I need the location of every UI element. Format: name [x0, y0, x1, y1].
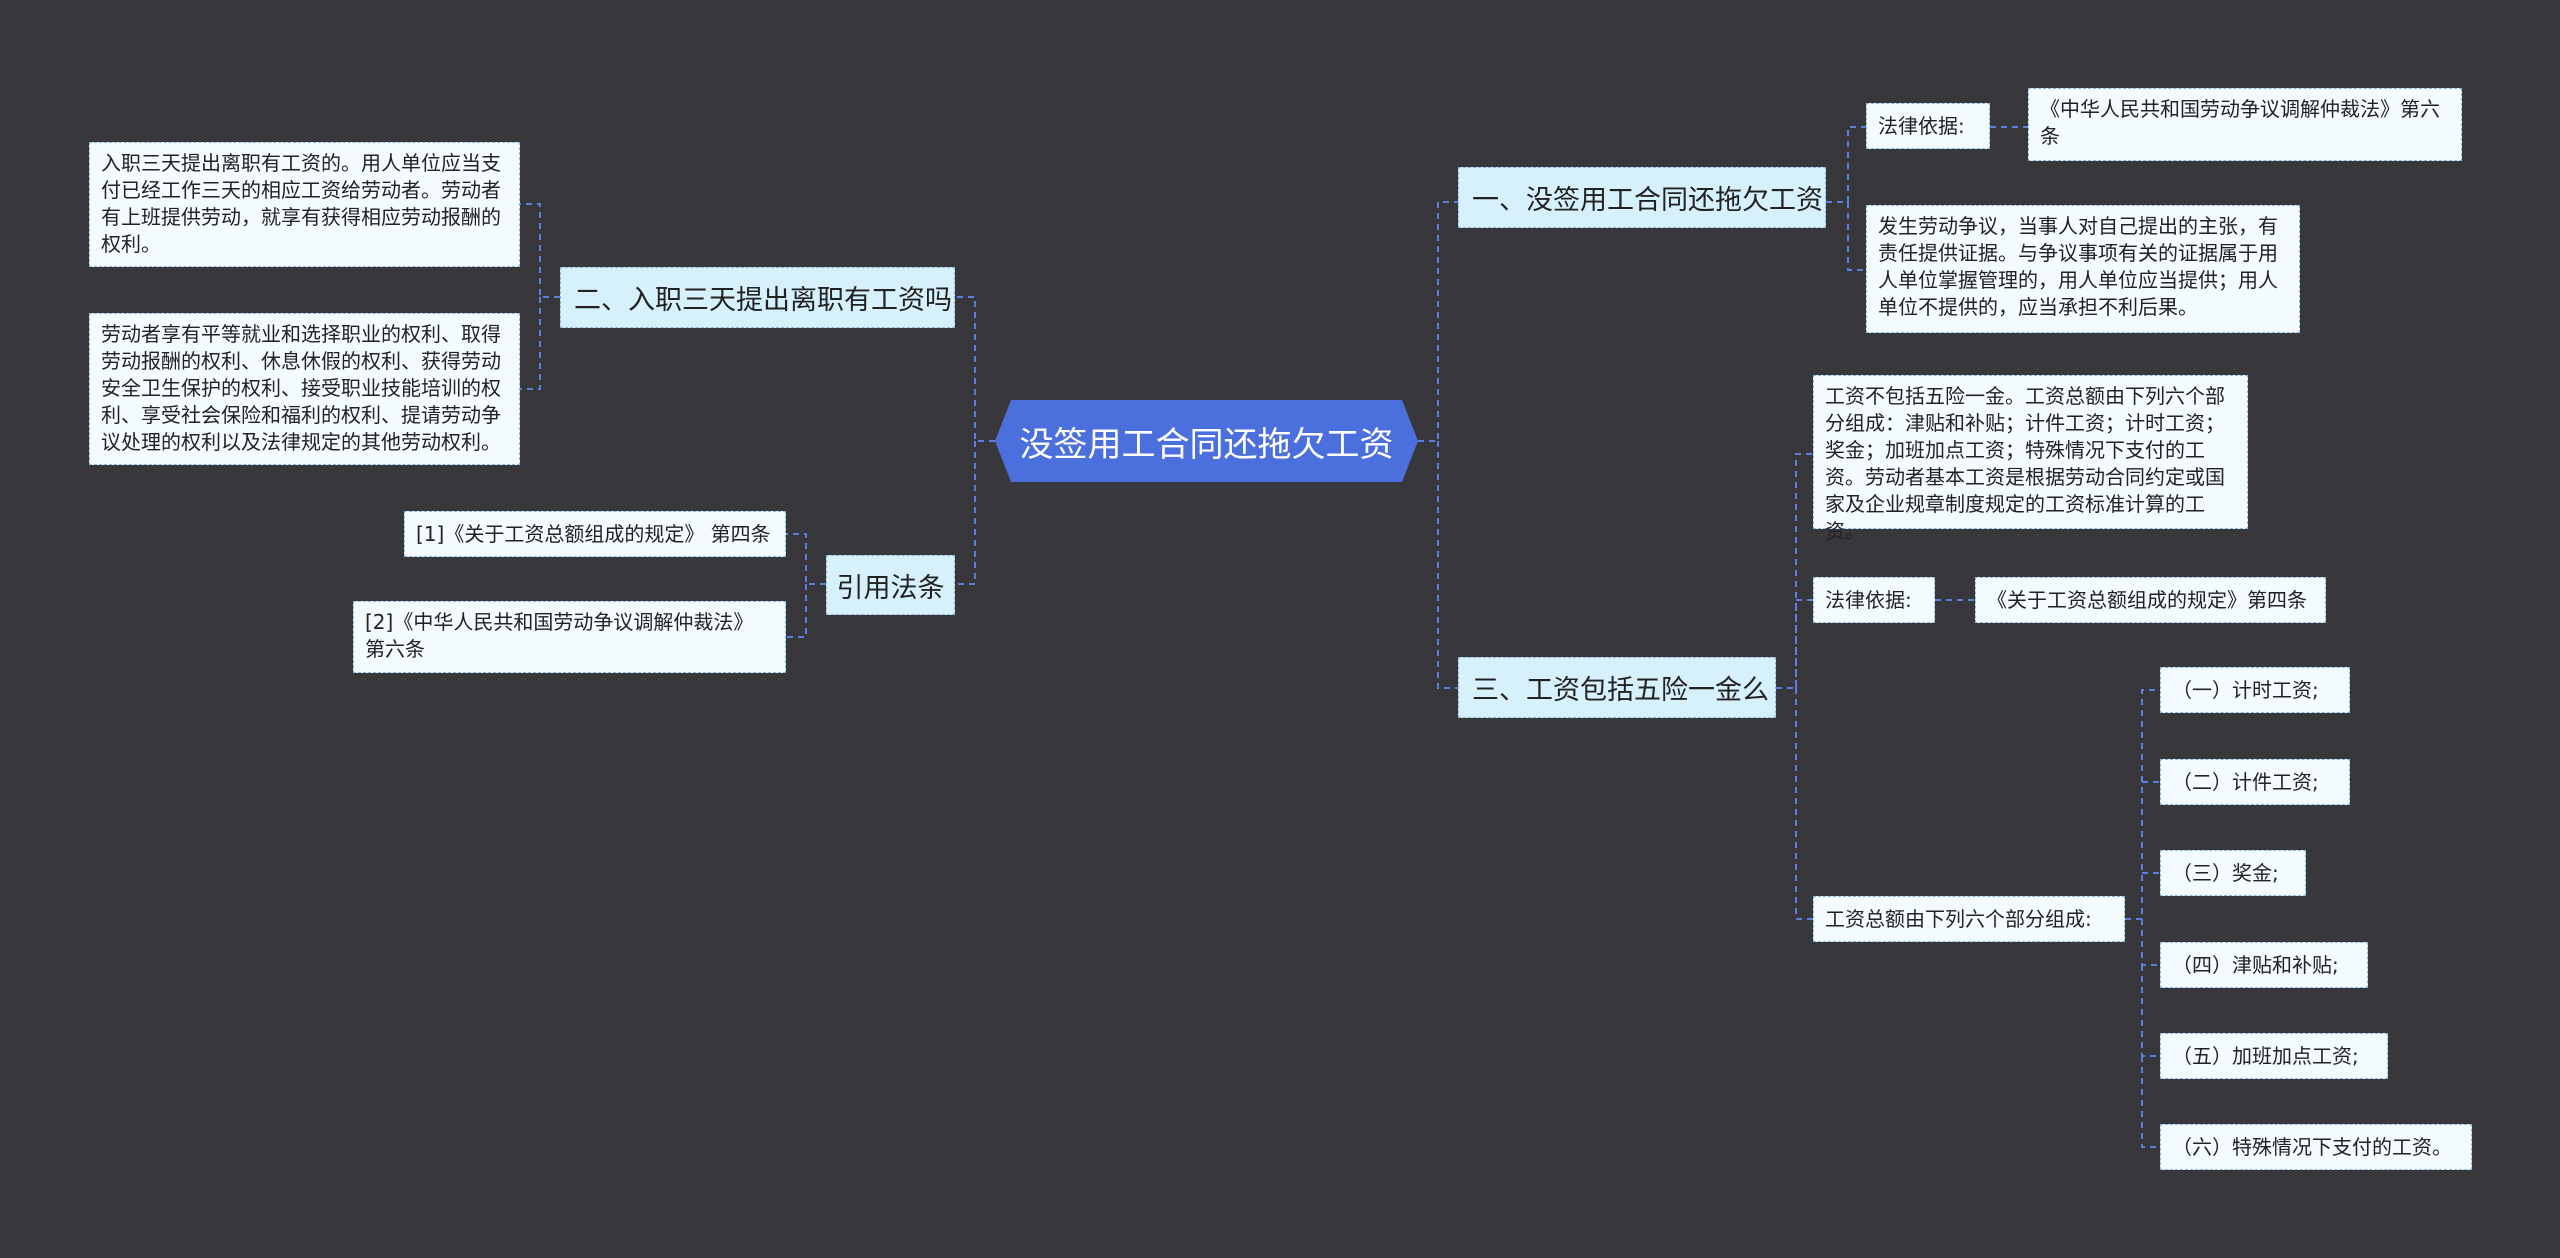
- wage-composition-note[interactable]: 工资不包括五险一金。工资总额由下列六个部分组成：津贴和补贴；计件工资；计时工资；…: [1813, 375, 2248, 543]
- wage-item-2[interactable]: （二）计件工资;: [2160, 759, 2350, 805]
- wage-item-3[interactable]: （三）奖金;: [2160, 850, 2306, 896]
- legal-basis-value-3[interactable]: 《关于工资总额组成的规定》第四条: [1975, 577, 2326, 623]
- branch-label: 引用法条: [836, 572, 945, 604]
- connector: [2125, 689, 2160, 920]
- legal-basis-label-1[interactable]: 法律依据:: [1866, 103, 1990, 149]
- connector: [955, 441, 976, 585]
- legal-basis-value-1[interactable]: 《中华人民共和国劳动争议调解仲裁法》第六条: [2028, 88, 2462, 161]
- worker-rights-note[interactable]: 劳动者享有平等就业和选择职业的权利、取得劳动报酬的权利、休息休假的权利、获得劳动…: [89, 313, 520, 465]
- quit-wage-note[interactable]: 入职三天提出离职有工资的。用人单位应当支付已经工作三天的相应工资给劳动者。劳动者…: [89, 142, 520, 267]
- connector: [1795, 688, 1813, 920]
- root-topic-label: 没签用工合同还拖欠工资: [1019, 424, 1394, 465]
- branch-label: 二、入职三天提出离职有工资吗: [574, 285, 952, 316]
- connector: [1826, 126, 1866, 203]
- wage-item-6[interactable]: （六）特殊情况下支付的工资。: [2160, 1124, 2472, 1170]
- connector: [786, 584, 807, 638]
- connector: [1847, 202, 1866, 271]
- wage-total-composition-label[interactable]: 工资总额由下列六个部分组成:: [1813, 896, 2125, 942]
- connector: [520, 203, 560, 298]
- wage-item-5[interactable]: （五）加班加点工资;: [2160, 1033, 2388, 1079]
- connector: [2141, 1056, 2160, 1148]
- connector: [1418, 201, 1458, 442]
- root-topic[interactable]: 没签用工合同还拖欠工资: [995, 400, 1418, 482]
- connector: [1437, 441, 1458, 689]
- connector: [2141, 919, 2160, 966]
- connector: [955, 296, 995, 442]
- wage-item-4[interactable]: （四）津贴和补贴;: [2160, 942, 2368, 988]
- burden-of-proof-note[interactable]: 发生劳动争议，当事人对自己提出的主张，有责任提供证据。与争议事项有关的证据属于用…: [1866, 205, 2300, 333]
- branch-no-contract-unpaid-wages[interactable]: 一、没签用工合同还拖欠工资: [1458, 167, 1826, 228]
- connector: [520, 297, 541, 390]
- legal-basis-label-3[interactable]: 法律依据:: [1813, 577, 1935, 623]
- wage-item-1[interactable]: （一）计时工资;: [2160, 667, 2350, 713]
- connector: [1795, 599, 1813, 688]
- connector: [1776, 453, 1813, 689]
- citation-2[interactable]: [2]《中华人民共和国劳动争议调解仲裁法》 第六条: [353, 601, 786, 673]
- branch-quit-after-three-days[interactable]: 二、入职三天提出离职有工资吗: [560, 267, 955, 328]
- branch-wages-include-insurance[interactable]: 三、工资包括五险一金么: [1458, 657, 1776, 718]
- branch-label: 三、工资包括五险一金么: [1472, 675, 1769, 706]
- branch-label: 一、没签用工合同还拖欠工资: [1472, 185, 1823, 216]
- branch-cited-laws[interactable]: 引用法条: [826, 555, 955, 615]
- citation-1[interactable]: [1]《关于工资总额组成的规定》 第四条: [404, 511, 786, 557]
- connector: [2141, 965, 2160, 1057]
- connector: [786, 533, 826, 585]
